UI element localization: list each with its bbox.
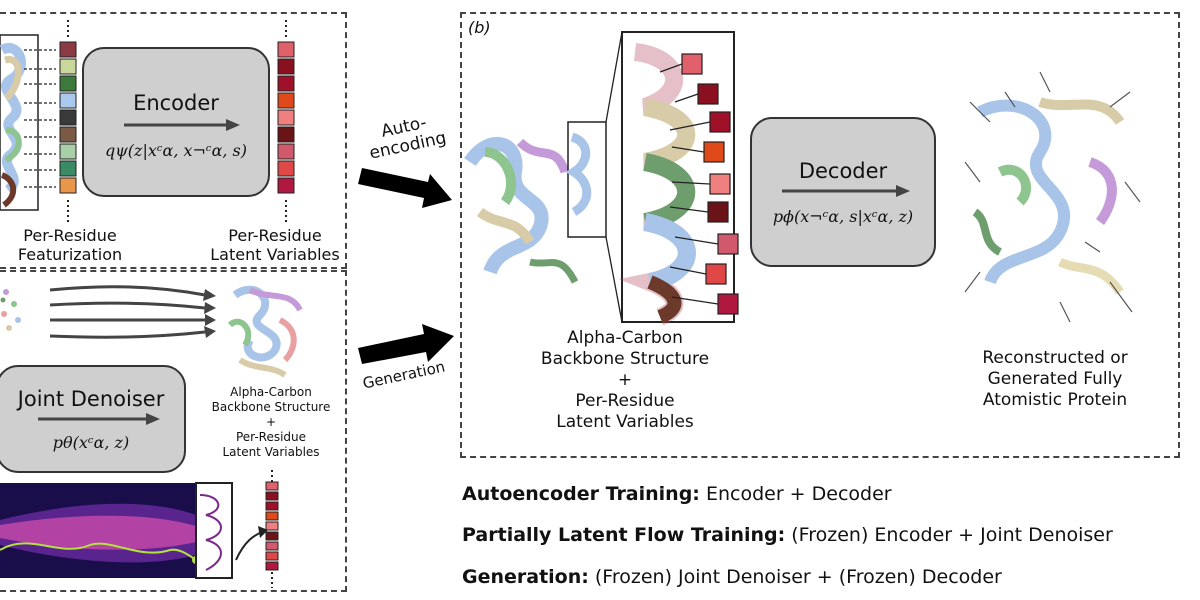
decoder-box: Decoder pϕ(x¬ᶜα, s|xᶜα, z) [750, 117, 936, 267]
decoder-formula: pϕ(x¬ᶜα, s|xᶜα, z) [772, 207, 914, 226]
denoiser-box: Joint Denoiser pθ(xᶜα, z) [0, 365, 186, 473]
helix-latent-cell [705, 263, 727, 285]
latent-cell [277, 58, 295, 75]
backbone-protein [464, 136, 579, 284]
atomistic-protein [964, 71, 1141, 323]
denoiser-title: Joint Denoiser [17, 387, 165, 411]
denoiser-formula: pθ(xᶜα, z) [52, 433, 130, 452]
latent-cell [277, 177, 295, 194]
encoder-arrow [124, 119, 240, 131]
helix-latent-cell [681, 53, 703, 75]
denoiser-arrow [38, 413, 160, 425]
feature-column [59, 41, 77, 194]
feature-cell [59, 126, 77, 143]
panel-b-tag: (b) [468, 18, 491, 37]
latent-cell [265, 511, 279, 521]
helix-latent-cell [717, 233, 739, 255]
featurization-arrows [24, 49, 56, 188]
decoder-title: Decoder [798, 159, 888, 183]
encoder-title: Encoder [133, 91, 219, 115]
latent-cell [265, 561, 279, 571]
noise-points [0, 289, 21, 331]
latent-column [277, 41, 295, 194]
latent-cell [265, 501, 279, 511]
feature-cell [59, 177, 77, 194]
feature-cell [59, 109, 77, 126]
helix-latent-markers [659, 53, 739, 315]
latent-cell [265, 551, 279, 561]
latent-cell [277, 92, 295, 109]
denoiser-panel [0, 270, 347, 592]
latent-cell [277, 143, 295, 160]
feature-cell [59, 75, 77, 92]
helix-latent-cell [707, 201, 729, 223]
panel-b-graphics [464, 31, 1141, 326]
encoder-box: Encoder qψ(z|xᶜα, x¬ᶜα, s) [82, 47, 270, 197]
latent-cell [277, 75, 295, 92]
latent-cell [265, 541, 279, 551]
feature-cell [59, 41, 77, 58]
helix-zoom [618, 43, 696, 326]
encoder-panel-graphics [0, 20, 295, 222]
legend-generation: Generation: (Frozen) Joint Denoiser + (F… [462, 566, 1002, 588]
feature-cell [59, 160, 77, 177]
latent-cell [265, 521, 279, 531]
feature-cell [59, 92, 77, 109]
feature-cell [59, 58, 77, 75]
encoder-formula: qψ(z|xᶜα, x¬ᶜα, s) [105, 141, 247, 160]
helix-latent-cell [703, 141, 725, 163]
latent-cell [265, 531, 279, 541]
autoencoding-arrow [358, 168, 452, 208]
generation-arrow [358, 324, 454, 364]
flow-density-plot [0, 483, 200, 578]
small-protein [227, 285, 303, 378]
latent-cell [277, 109, 295, 126]
latent-cell [277, 160, 295, 177]
decoder-panel [460, 12, 1180, 458]
helix-latent-cell [697, 83, 719, 105]
autoencoding-label: Auto-encoding [367, 112, 449, 164]
protein-fragment-left [0, 34, 39, 211]
flow-arrows [49, 285, 206, 339]
helix-latent-cell [709, 111, 731, 133]
latent-cell [277, 41, 295, 58]
denoiser-panel-graphics [0, 285, 303, 588]
latent-cell [265, 481, 279, 491]
decoder-arrow [782, 185, 910, 197]
latent-cell [265, 491, 279, 501]
encoder-panel [0, 12, 347, 269]
latent-cell [277, 126, 295, 143]
helix-latent-cell [709, 173, 731, 195]
helix-latent-cell [717, 293, 739, 315]
feature-cell [59, 143, 77, 160]
legend-flow-training: Partially Latent Flow Training: (Frozen)… [462, 524, 1113, 546]
legend-autoencoder-training: Autoencoder Training: Encoder + Decoder [462, 483, 892, 505]
